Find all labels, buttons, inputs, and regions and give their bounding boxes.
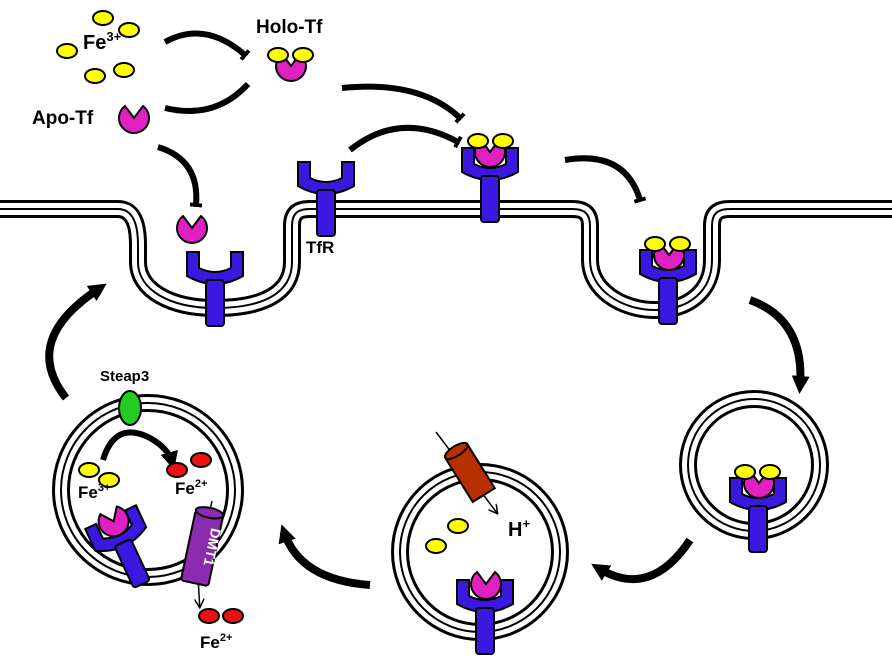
fe3-top-label: Fe3+ xyxy=(83,29,122,54)
apo-release-arrow xyxy=(157,144,203,208)
fe3-ion xyxy=(78,462,100,478)
recycling-arrow xyxy=(45,283,107,401)
dmt1-transporter: DMT1 xyxy=(180,500,225,608)
plasma-membrane xyxy=(0,200,892,320)
released-apo-tf xyxy=(176,215,208,244)
steap3-enzyme xyxy=(118,390,142,426)
binding-arrow-fe3 xyxy=(163,30,251,61)
dmt1-label: DMT1 xyxy=(201,527,225,568)
proton-pump xyxy=(435,431,497,513)
early-endosome xyxy=(679,390,829,553)
binding-arrow-apo xyxy=(164,81,251,114)
acidification-arrow xyxy=(591,537,694,584)
fe2-ion xyxy=(222,608,244,624)
fe3-ion xyxy=(113,62,135,78)
reduction-arrow xyxy=(100,429,178,470)
fe2-ion xyxy=(190,452,212,468)
apo-tf-molecule xyxy=(118,105,150,134)
fe2-released-label: Fe2+ xyxy=(200,632,232,652)
fe3-endosome-label: Fe3+ xyxy=(78,482,110,502)
internalization-arrow xyxy=(564,155,647,204)
tfr-label: TfR xyxy=(306,238,334,257)
acidified-endosome xyxy=(391,463,569,655)
endosome-formation-arrow xyxy=(748,296,810,394)
holo-binding-arrow xyxy=(341,83,466,124)
empty-receptor xyxy=(297,161,355,237)
receptor-loading-arrow xyxy=(348,124,463,153)
fe2-endosome-label: Fe2+ xyxy=(175,478,207,498)
steap3-label: Steap3 xyxy=(100,368,149,385)
iron-release-arrow xyxy=(278,524,371,589)
holo-tf-molecule xyxy=(267,47,314,82)
holo-tf-label: Holo-Tf xyxy=(256,17,323,38)
fe2-ion xyxy=(198,608,220,624)
fe3-ion xyxy=(56,43,78,59)
fe2-ion xyxy=(166,462,188,478)
proton-label: H+ xyxy=(508,516,530,541)
fe3-ion xyxy=(118,22,140,38)
apo-tf-label: Apo-Tf xyxy=(32,108,94,129)
fe3-ion xyxy=(84,68,106,84)
fe3-ion xyxy=(92,10,114,26)
